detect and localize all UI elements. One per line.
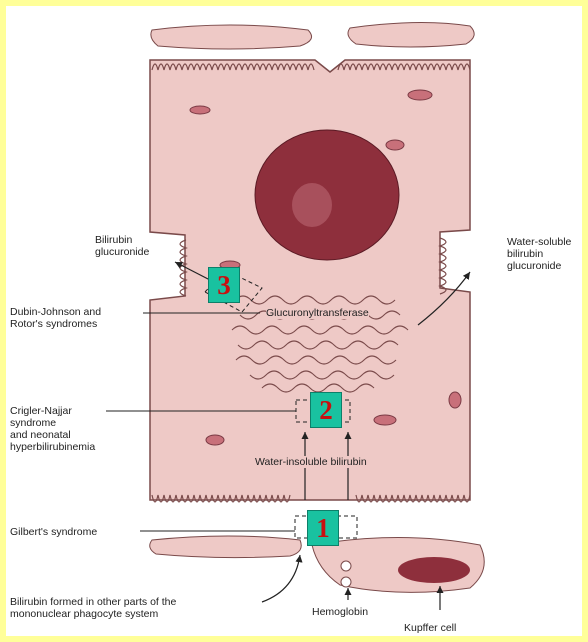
label-water-insoluble: Water-insoluble bilirubin [255,456,367,468]
nucleolus [292,183,332,227]
kupffer-nucleus [398,557,470,583]
label-kupffer-cell: Kupffer cell [404,622,456,634]
marker-2: 2 [310,392,342,428]
label-bilirubin-glucuronide: Bilirubin glucuronide [95,234,149,258]
label-water-soluble: Water-soluble bilirubin glucuronide [507,236,571,272]
label-bilirubin-formed: Bilirubin formed in other parts of the m… [10,596,176,620]
hemoglobin-vacuole [341,561,351,571]
sinusoid-cell-top-left [151,25,312,49]
label-glucuronyltransferase: Glucuronyltransferase [266,307,369,319]
hepatocyte [150,60,470,500]
sinusoid-cell-bottom-left [150,536,302,558]
hemoglobin-vacuole-2 [341,577,351,587]
label-dubin-johnson: Dubin-Johnson and Rotor's syndromes [10,306,101,330]
label-gilbert: Gilbert's syndrome [10,526,97,538]
marker-1: 1 [307,510,339,546]
marker-3: 3 [208,267,240,303]
label-crigler-najjar: Crigler-Najjar syndrome and neonatal hyp… [10,405,95,453]
label-hemoglobin: Hemoglobin [312,606,368,618]
sinusoid-cell-top-right [348,22,474,47]
